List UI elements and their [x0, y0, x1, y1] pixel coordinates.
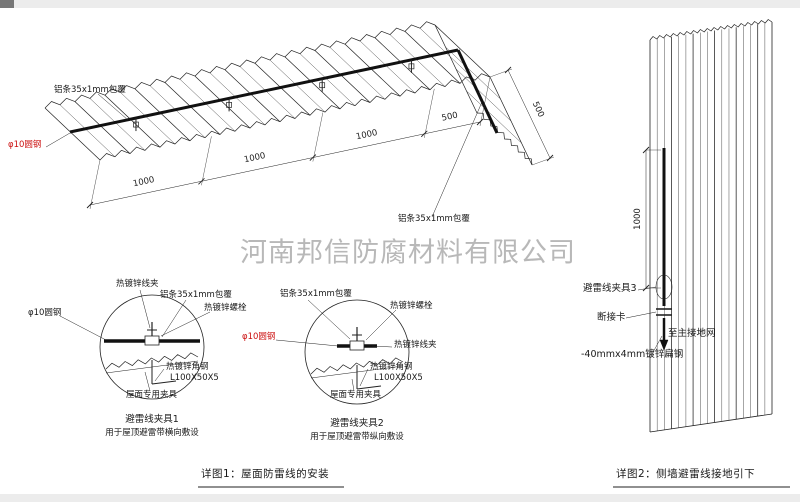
roof-isometric-drawing	[44, 21, 533, 166]
detail2-subtitle: 用于屋顶避雷带纵向敷设	[310, 432, 404, 442]
wall-dim-1000: 1000	[633, 208, 644, 230]
detail1-angle-steel-label: 热镀锌角钢	[166, 362, 209, 372]
detail2-round-steel-label: φ10圆钢	[242, 332, 276, 342]
detail-circle-1-drawing	[99, 294, 205, 400]
detail1-wire-clamp-label: 热镀锌线夹	[116, 279, 159, 289]
figure2-caption: 详图2：侧墙避雷线接地引下	[616, 468, 756, 480]
scan-mark-topleft	[0, 0, 14, 8]
wall-clamp3-label: 避雷线夹具3	[583, 283, 637, 294]
detail2-wire-clamp-label: 热镀锌线夹	[394, 340, 437, 350]
detail2-title: 避雷线夹具2	[330, 418, 384, 429]
wall-to-ground-label: 至主接地网	[668, 328, 716, 339]
detail1-roof-clamp-label: 屋面专用夹具	[126, 390, 178, 400]
wall-disconnect-label: 断接卡	[597, 312, 626, 323]
detail2-bolt-label: 热镀锌螺栓	[390, 301, 433, 311]
scan-edge-bottom	[0, 494, 800, 502]
detail2-angle-steel-label: 热镀锌角钢	[370, 362, 413, 372]
detail2-angle-spec-label: L100X50X5	[374, 373, 423, 383]
figure1-caption: 详图1：屋面防雷线的安装	[201, 468, 330, 480]
detail2-aluminum-label: 铝条35x1mm包覆	[280, 289, 352, 299]
detail2-roof-clamp-label: 屋面专用夹具	[330, 390, 382, 400]
scan-edge-top	[0, 0, 800, 8]
roof-aluminum-strip-right-label: 铝条35x1mm包覆	[398, 214, 470, 224]
side-wall-drawing	[642, 19, 773, 433]
detail1-aluminum-label: 铝条35x1mm包覆	[160, 290, 232, 300]
detail1-title: 避雷线夹具1	[125, 414, 179, 425]
company-watermark: 河南邦信防腐材料有限公司	[240, 237, 576, 269]
detail-circle-2-drawing	[304, 299, 410, 405]
roof-aluminum-strip-top-label: 铝条35x1mm包覆	[54, 85, 126, 95]
roof-round-steel-label: φ10圆钢	[8, 140, 42, 150]
leader-lines	[45, 93, 663, 392]
detail1-bolt-label: 热镀锌螺栓	[204, 303, 247, 313]
roof-dimension-lines	[86, 66, 555, 210]
detail1-angle-spec-label: L100X50X5	[170, 373, 219, 383]
detail1-round-steel-label: φ10圆钢	[28, 308, 62, 318]
detail1-subtitle: 用于屋顶避雷带横向敷设	[105, 428, 199, 438]
wall-flat-steel-label: -40mmx4mm镀锌扁钢	[581, 349, 684, 360]
